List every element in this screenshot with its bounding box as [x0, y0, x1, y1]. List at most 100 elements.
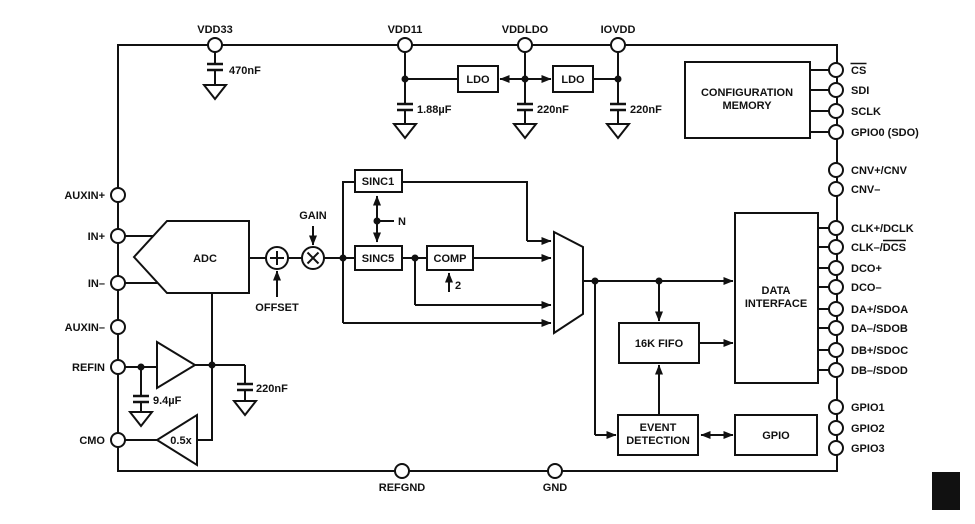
junction-dot	[208, 361, 216, 369]
pin-dco-minus	[828, 279, 844, 295]
pin-in-minus	[110, 275, 126, 291]
sinc1-block	[354, 169, 403, 193]
junction-dot	[411, 254, 419, 262]
page-end-marker	[932, 472, 960, 510]
event-detection-label-line2: DETECTION	[626, 435, 690, 447]
pin-label-vdd33: VDD33	[197, 24, 232, 36]
pin-iovdd	[610, 37, 626, 53]
adc-label: ADC	[193, 253, 217, 265]
fifo-block	[618, 322, 700, 364]
pin-da-minus	[828, 320, 844, 336]
pin-label-refgnd: REFGND	[379, 482, 426, 494]
gpio-block	[734, 414, 818, 456]
multiplier-x-icon	[306, 251, 320, 265]
ldo-right-block	[552, 65, 594, 93]
junction-dot	[401, 75, 409, 83]
pin-label-clk-plus: CLK+/DCLK	[851, 223, 914, 235]
pin-label-gpio0: GPIO0 (SDO)	[851, 127, 919, 139]
half-gain-buffer-label: 0.5x	[170, 435, 192, 447]
sinc5-block	[354, 245, 403, 271]
pin-label-iovdd: IOVDD	[601, 24, 636, 36]
pin-label-cnv-minus: CNV–	[851, 184, 880, 196]
pin-sdi	[828, 82, 844, 98]
event-detection-block	[617, 414, 699, 456]
pin-clk-plus	[828, 220, 844, 236]
pin-dco-plus	[828, 260, 844, 276]
pin-label-gpio2: GPIO2	[851, 423, 885, 435]
cap-value-vddldo: 220nF	[537, 104, 569, 116]
ldo-right-label: LDO	[561, 74, 585, 86]
pin-auxin-plus	[110, 187, 126, 203]
configuration-memory-label-line1: CONFIGURATION	[701, 87, 793, 99]
cap-value-ref-buffer: 220nF	[256, 383, 288, 395]
pin-vddldo	[517, 37, 533, 53]
capacitor-plates	[133, 62, 626, 404]
adder-plus-icon	[270, 251, 284, 265]
pin-cnv-plus	[828, 162, 844, 178]
configuration-memory-label-line2: MEMORY	[722, 100, 772, 112]
gpio-label: GPIO	[762, 430, 790, 442]
pin-label-in-plus: IN+	[88, 231, 105, 243]
half-gain-buffer-symbol	[155, 413, 198, 467]
wires	[125, 52, 829, 441]
pin-label-auxin-minus: AUXIN–	[65, 322, 105, 334]
pin-label-vdd11: VDD11	[388, 24, 423, 36]
comp-block	[426, 245, 474, 271]
junction-dot	[339, 254, 347, 262]
pin-label-vddldo: VDDLDO	[502, 24, 549, 36]
junction-dot	[521, 75, 529, 83]
pin-gpio0	[828, 124, 844, 140]
comp-label: COMP	[434, 253, 467, 265]
pin-db-minus	[828, 362, 844, 378]
junction-dot	[373, 217, 381, 225]
cap-value-vdd11: 1.88µF	[417, 104, 452, 116]
junction-dot	[591, 277, 599, 285]
upsample-annotation: 2	[455, 280, 461, 292]
pin-label-gnd: GND	[543, 482, 568, 494]
pin-label-dco-plus: DCO+	[851, 263, 882, 275]
pin-cnv-minus	[828, 181, 844, 197]
configuration-memory-block	[684, 61, 811, 139]
junction-dot	[655, 277, 663, 285]
event-detection-label-line1: EVENT	[640, 422, 677, 434]
fifo-label: 16K FIFO	[635, 338, 684, 350]
pin-cmo	[110, 432, 126, 448]
pin-label-refin: REFIN	[72, 362, 105, 374]
pin-label-cmo: CMO	[79, 435, 105, 447]
sinc1-label: SINC1	[362, 176, 394, 188]
pin-gpio1	[828, 399, 844, 415]
pin-label-auxin-plus: AUXIN+	[64, 190, 105, 202]
pin-vdd11	[397, 37, 413, 53]
sinc5-label: SINC5	[362, 253, 394, 265]
pin-sclk	[828, 103, 844, 119]
offset-annotation: OFFSET	[255, 302, 299, 314]
junction-dot	[137, 363, 145, 371]
pin-clk-minus	[828, 239, 844, 255]
pin-label-sclk: SCLK	[851, 106, 881, 118]
pin-label-cs: CS	[851, 65, 866, 77]
mux-block	[553, 230, 584, 335]
cap-value-refin: 9.4µF	[153, 395, 182, 407]
adc-block	[132, 220, 250, 294]
junction-dots	[137, 75, 663, 371]
cap-value-vdd33: 470nF	[229, 65, 261, 77]
reference-buffer-symbol	[156, 340, 197, 390]
cap-value-iovdd: 220nF	[630, 104, 662, 116]
junction-dot	[614, 75, 622, 83]
pin-label-da-minus: DA–/SDOB	[851, 323, 908, 335]
pin-vdd33	[207, 37, 223, 53]
gain-annotation: GAIN	[299, 210, 327, 222]
pin-label-db-plus: DB+/SDOC	[851, 345, 908, 357]
ldo-left-block	[457, 65, 499, 93]
pin-in-plus	[110, 228, 126, 244]
pin-label-sdi: SDI	[851, 85, 869, 97]
decimation-annotation: N	[398, 216, 406, 228]
pin-label-gpio1: GPIO1	[851, 402, 885, 414]
pin-label-dco-minus: DCO–	[851, 282, 882, 294]
data-interface-label-line2: INTERFACE	[745, 298, 807, 310]
pin-label-gpio3: GPIO3	[851, 443, 885, 455]
pin-da-plus	[828, 301, 844, 317]
ldo-left-label: LDO	[466, 74, 490, 86]
